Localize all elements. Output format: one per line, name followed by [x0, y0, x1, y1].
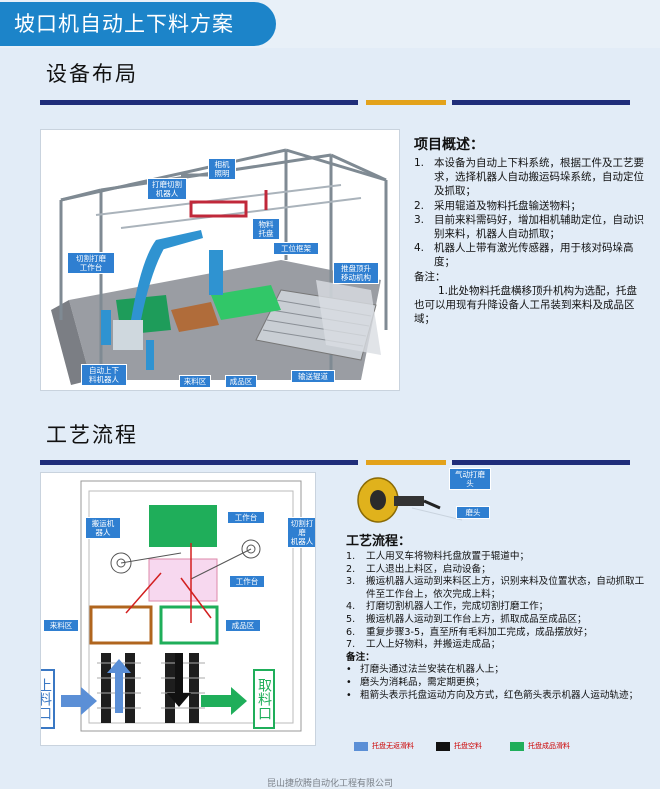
grinder-tool-figure [352, 468, 502, 532]
process-flow-figure: 搬运机 器人 工作台 切割打磨 机器人 工作台 来料区 成品区 上料口 取料口 [40, 472, 316, 746]
overview-item: 1.本设备为自动上下料系统，根据工件及工艺要求，选择机器人自动搬运码垛系统，自动… [414, 157, 644, 198]
process-description: 工艺流程： 1.工人用叉车将物料托盘放置于辊道中； 2.工人退出上料区，启动设备… [346, 533, 648, 702]
label-pneumatic-grinder: 气动打磨 头 [449, 468, 491, 490]
section-title-process: 工艺流程 [46, 423, 138, 447]
process-item: 2.工人退出上料区，启动设备； [346, 563, 491, 575]
label-grind-robot: 打磨切割 机器人 [147, 178, 187, 200]
overview-note-label: 备注： [414, 270, 446, 283]
flow-label-finished-area: 成品区 [225, 619, 261, 632]
section-divider [40, 100, 630, 105]
process-item: 4.打磨切割机器人工作，完成切割打磨工作； [346, 601, 549, 613]
legend-swatch [354, 742, 368, 751]
grinder-drawing [357, 477, 463, 523]
label-incoming-area: 来料区 [179, 375, 211, 388]
legend-label: 托盘无返滑料 [372, 742, 414, 750]
process-item: 7.工人上好物料，并搬运走成品； [346, 639, 501, 651]
overview-note: 1.此处物料托盘横移顶升机构为选配，托盘也可以用现有升降设备人工吊装到来料及成品… [414, 284, 638, 326]
flow-label-cutting-robot: 切割打磨 机器人 [287, 517, 315, 548]
project-overview: 项目概述： 1.本设备为自动上下料系统，根据工件及工艺要求，选择机器人自动搬运码… [414, 136, 646, 326]
process-note: •粗箭头表示托盘运动方向及方式，红色箭头表示机器人运动轨迹； [346, 689, 639, 701]
process-note: •磨头为消耗品，需定期更换； [346, 676, 485, 688]
label-workstation-frame: 工位框架 [273, 242, 319, 255]
overview-item: 3.目前来料需码好，增加相机辅助定位，自动识别来料，机器人自动抓取； [414, 213, 644, 241]
process-note-label: 备注： [346, 651, 375, 663]
label-lift-mechanism: 推盘顶升 移动机构 [333, 262, 379, 284]
process-item: 5.搬运机器人运动到工作台上方，抓取成品至成品区； [346, 613, 587, 625]
flow-label-handling-robot: 搬运机 器人 [85, 517, 121, 539]
label-conveyor-line: 输送辊道 [291, 370, 335, 383]
label-cutting-workbench: 切割打磨 工作台 [67, 252, 115, 274]
label-material-tray: 物料 托盘 [252, 218, 280, 240]
section-divider [40, 460, 630, 465]
footer-company: 昆山捷欣腾自动化工程有限公司 [266, 779, 393, 789]
label-feed-robot: 自动上下 料机器人 [81, 364, 127, 386]
flow-label-incoming-area: 来料区 [43, 619, 79, 632]
legend-swatch [436, 742, 450, 751]
process-item: 3.搬运机器人运动到来料区上方，识别来料及位置状态，自动抓取工件至工作台上，依次… [346, 576, 645, 600]
flow-label-workbench-mid: 工作台 [229, 575, 265, 588]
flow-label-workbench-top: 工作台 [227, 511, 265, 524]
section-title-layout: 设备布局 [46, 62, 138, 86]
process-heading: 工艺流程： [346, 534, 412, 549]
unload-zone-label: 取料口 [253, 669, 275, 729]
legend-swatch [510, 742, 524, 751]
page-title: 坡口机自动上下料方案 [0, 2, 276, 46]
overview-item: 4.机器人上带有激光传感器，用于核对码垛高度； [414, 242, 634, 269]
layout-drawing [51, 148, 388, 385]
flow-drawing [61, 480, 302, 732]
overview-heading: 项目概述： [414, 137, 484, 153]
process-item: 6.重复步骤3-5，直至所有毛料加工完成，成品摆放好； [346, 626, 593, 638]
legend-label: 托盘空料 [454, 742, 482, 750]
process-note: •打磨头通过法兰安装在机器人上； [346, 664, 504, 676]
label-finished-area: 成品区 [225, 375, 257, 388]
process-item: 1.工人用叉车将物料托盘放置于辊道中； [346, 551, 530, 562]
label-grinding-head: 磨头 [456, 506, 490, 519]
label-camera: 相机 照明 [208, 158, 236, 180]
legend-label: 托盘成品滑料 [528, 742, 570, 750]
overview-item: 2.采用辊道及物料托盘输送物料； [414, 199, 581, 212]
load-zone-label: 上料口 [41, 669, 55, 729]
equipment-layout-figure: 相机 照明 打磨切割 机器人 物料 托盘 工位框架 切割打磨 工作台 推盘顶升 … [40, 129, 400, 391]
